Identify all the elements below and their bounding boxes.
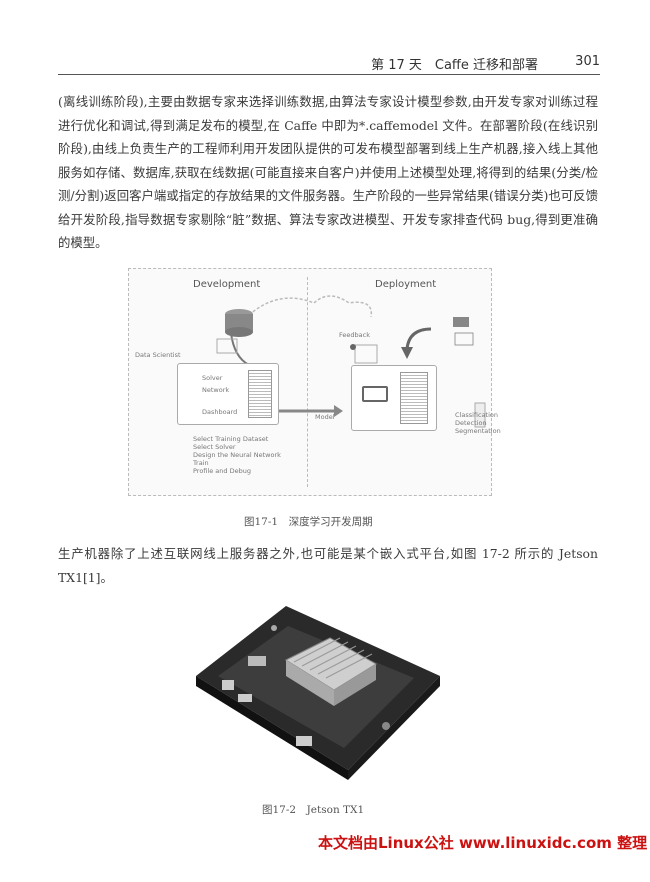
figure-dev-cycle: Development Deployment Feedback Data Sci… bbox=[128, 268, 501, 496]
figure-2-caption: 图17-2 Jetson TX1 bbox=[262, 804, 365, 816]
chapter-title: 第 17 天 Caffe 迁移和部署 bbox=[371, 58, 538, 73]
body-paragraph-2: 生产机器除了上述互联网线上服务器之外,也可能是某个嵌入式平台,如图 17-2 所… bbox=[58, 546, 598, 585]
dashboard-label: Dashboard bbox=[202, 408, 238, 416]
body-paragraph-1: (离线训练阶段),主要由数据专家来选择训练数据,由算法专家设计模型参数,由开发专… bbox=[58, 94, 598, 250]
solver-label: Solver bbox=[202, 374, 223, 382]
network-label: Network bbox=[202, 386, 230, 394]
output-segmentation: Segmentation bbox=[455, 427, 501, 435]
step-item: Select Solver bbox=[193, 443, 236, 451]
output-list: Classification Detection Segmentation bbox=[455, 411, 501, 435]
result-thumbnail bbox=[400, 372, 428, 424]
page-number: 301 bbox=[575, 54, 600, 69]
section-divider bbox=[307, 277, 308, 487]
jetson-tx1-board-image bbox=[196, 606, 440, 780]
step-item: Profile and Debug bbox=[193, 467, 251, 475]
server-icon bbox=[362, 386, 388, 402]
watermark-footer: 本文档由Linux公社 www.linuxidc.com 整理 bbox=[318, 834, 648, 852]
step-item: Design the Neural Network bbox=[193, 451, 281, 459]
deployment-panel bbox=[351, 365, 437, 431]
figure-1-caption: 图17-1 深度学习开发周期 bbox=[244, 516, 373, 528]
page-header: 第 17 天 Caffe 迁移和部署 301 bbox=[58, 52, 600, 75]
deployment-label: Deployment bbox=[375, 279, 437, 290]
development-label: Development bbox=[193, 279, 261, 290]
data-scientist-label: Data Scientist bbox=[135, 351, 181, 359]
output-detection: Detection bbox=[455, 419, 487, 427]
step-item: Train bbox=[193, 459, 209, 467]
doc-thumbnail bbox=[248, 370, 272, 418]
development-panel: Solver Network Dashboard bbox=[177, 363, 279, 425]
step-list: Select Training Dataset Select Solver De… bbox=[193, 435, 281, 475]
step-item: Select Training Dataset bbox=[193, 435, 269, 443]
output-classification: Classification bbox=[455, 411, 499, 419]
model-label: Model bbox=[315, 413, 335, 421]
feedback-label: Feedback bbox=[339, 331, 370, 339]
